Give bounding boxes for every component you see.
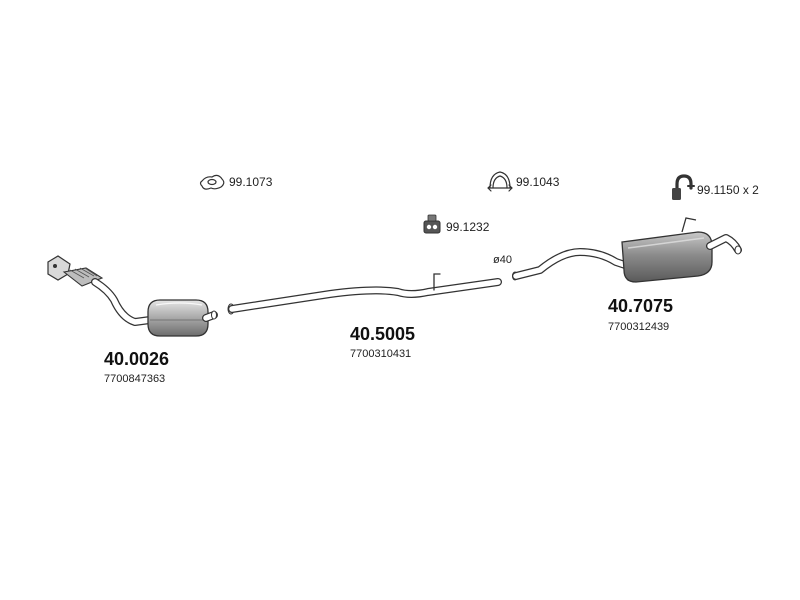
part-number-catalytic-converter: 40.0026 (104, 349, 169, 369)
rubber-mount-icon (423, 214, 441, 234)
part-number-rear-silencer: 40.7075 (608, 296, 673, 316)
oem-number-catalytic-converter: 7700847363 (104, 373, 165, 385)
gasket-icon (199, 174, 225, 190)
pipe-diameter-label: ø40 (493, 254, 512, 266)
oem-number-rear-silencer: 7700312439 (608, 321, 669, 333)
accessory-code-rubber-mount: 99.1232 (446, 220, 490, 234)
hook-mount-icon (672, 174, 695, 200)
oem-number-middle-pipe: 7700310431 (350, 348, 411, 360)
part-number-middle-pipe: 40.5005 (350, 324, 415, 344)
middle-pipe-illustration (227, 273, 502, 315)
accessory-code-gasket: 99.1073 (229, 175, 273, 189)
accessory-code-hook-mount: 99.1150 x 2 (697, 183, 759, 197)
catalytic-converter-illustration (47, 255, 218, 337)
rear-silencer-illustration (512, 217, 742, 283)
clamp-icon (487, 171, 513, 192)
accessory-code-clamp: 99.1043 (516, 175, 560, 189)
